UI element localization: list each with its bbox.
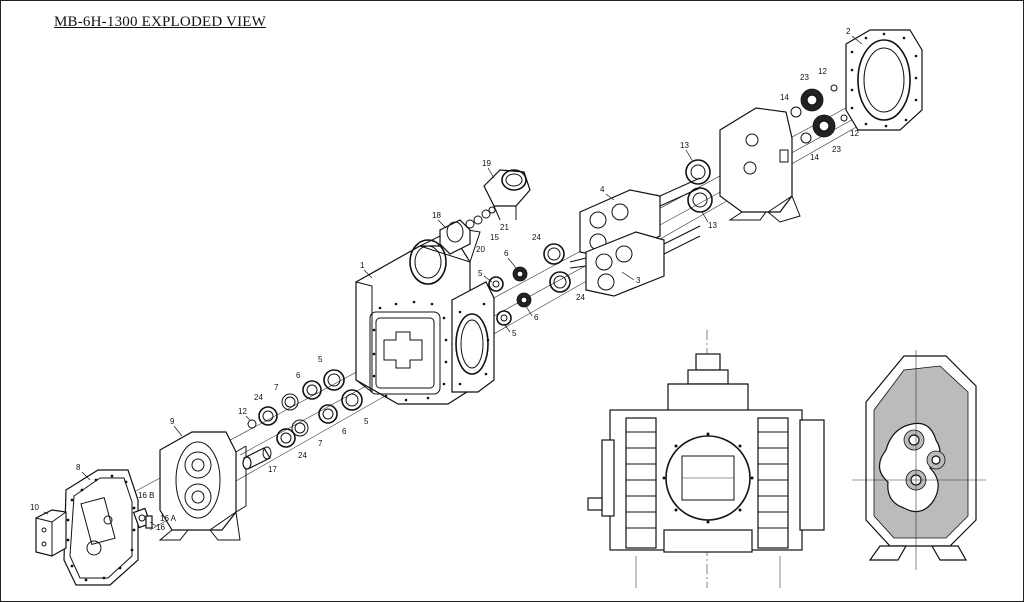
part-18-21-port-parts bbox=[439, 206, 496, 255]
label-3: 3 bbox=[636, 276, 641, 285]
label-14b: 14 bbox=[810, 153, 819, 162]
label-5c: 5 bbox=[318, 355, 323, 364]
front-assembled-view bbox=[587, 330, 825, 588]
bearing-stack-upper bbox=[488, 243, 571, 326]
label-7b: 7 bbox=[318, 439, 323, 448]
label-2: 2 bbox=[846, 27, 851, 36]
bearing-stack-lower bbox=[247, 369, 363, 448]
label-23a: 23 bbox=[800, 73, 809, 82]
part-2-gear-cover bbox=[845, 29, 923, 131]
label-15: 15 bbox=[490, 233, 499, 242]
part-10-bracket bbox=[35, 509, 67, 557]
label-9: 9 bbox=[170, 417, 175, 426]
label-12c: 12 bbox=[850, 129, 859, 138]
part-3-4-rotors bbox=[569, 177, 701, 297]
label-5b: 5 bbox=[512, 329, 517, 338]
part-13-bearings bbox=[685, 159, 713, 213]
part-9-head-plate bbox=[158, 431, 247, 541]
label-6c: 6 bbox=[296, 371, 301, 380]
label-8: 8 bbox=[76, 463, 81, 472]
part-16-seal-parts bbox=[132, 507, 153, 529]
label-7a: 7 bbox=[274, 383, 279, 392]
label-18: 18 bbox=[432, 211, 441, 220]
part-labels: 1 2 3 4 5 5 5 5 6 6 6 6 7 7 8 9 10 12 12… bbox=[30, 27, 859, 532]
label-23b: 23 bbox=[832, 145, 841, 154]
leader-lines bbox=[43, 35, 863, 527]
label-14a: 14 bbox=[780, 93, 789, 102]
label-16: 16 bbox=[156, 523, 165, 532]
label-24a: 24 bbox=[532, 233, 541, 242]
label-6b: 6 bbox=[534, 313, 539, 322]
label-19: 19 bbox=[482, 159, 491, 168]
label-24d: 24 bbox=[298, 451, 307, 460]
part-14-23-gears bbox=[790, 84, 848, 144]
label-13b: 13 bbox=[708, 221, 717, 230]
drawing-title: MB-6H-1300 EXPLODED VIEW bbox=[54, 14, 267, 30]
label-5d: 5 bbox=[364, 417, 369, 426]
label-21: 21 bbox=[500, 223, 509, 232]
label-24b: 24 bbox=[576, 293, 585, 302]
part-19-outlet-flange bbox=[483, 169, 531, 221]
label-6a: 6 bbox=[504, 249, 509, 258]
label-5a: 5 bbox=[478, 269, 483, 278]
part-17-sleeve bbox=[242, 446, 272, 470]
label-10: 10 bbox=[30, 503, 39, 512]
label-16a: 16 A bbox=[160, 514, 177, 523]
label-12b: 12 bbox=[818, 67, 827, 76]
label-24c: 24 bbox=[254, 393, 263, 402]
label-20: 20 bbox=[476, 245, 485, 254]
label-6d: 6 bbox=[342, 427, 347, 436]
part-8-end-cover bbox=[63, 469, 139, 586]
label-16b: 16 B bbox=[138, 491, 154, 500]
part-1-housing bbox=[355, 227, 495, 405]
label-13a: 13 bbox=[680, 141, 689, 150]
side-section-view bbox=[852, 350, 986, 570]
label-4: 4 bbox=[600, 185, 605, 194]
label-1: 1 bbox=[360, 261, 365, 270]
label-17: 17 bbox=[268, 465, 277, 474]
gear-case-plate bbox=[719, 107, 801, 223]
label-12a: 12 bbox=[238, 407, 247, 416]
